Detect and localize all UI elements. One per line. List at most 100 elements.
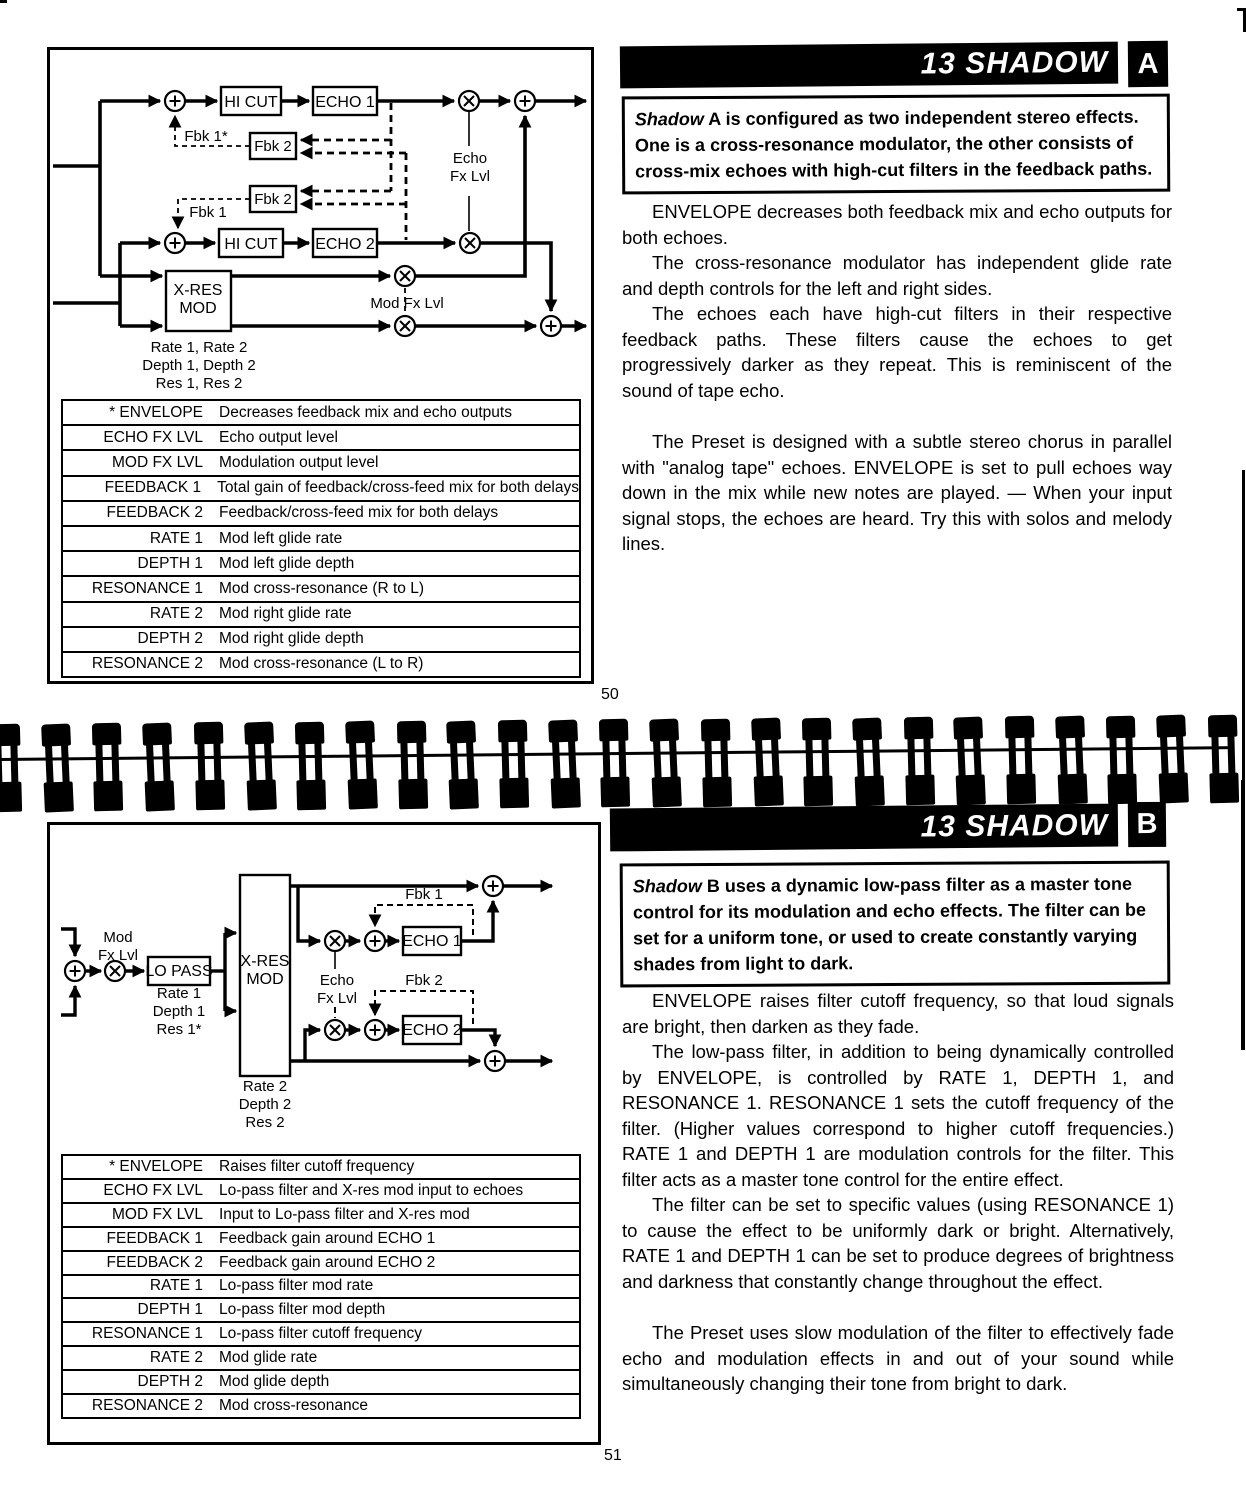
- label-mod-fx-lvl: Mod: [103, 929, 132, 946]
- label-xres-params-1: Rate 2: [243, 1078, 287, 1095]
- param-description: Mod right glide depth: [219, 630, 364, 648]
- table-row: ECHO FX LVL Lo-pass filter and X-res mod …: [63, 1180, 579, 1204]
- label-fbk2: Fbk 2: [405, 972, 443, 989]
- param-name: RESONANCE 2: [91, 655, 203, 673]
- shadow-b-diagram-panel: Mod Fx Lvl LO PASS Rate 1 Depth 1 Res 1*…: [47, 822, 601, 1445]
- param-description: Feedback gain around ECHO 2: [219, 1253, 436, 1271]
- param-name: RESONANCE 1: [91, 1325, 203, 1343]
- scan-artifact: [0, 0, 7, 3]
- label-fbk1-star: Fbk 1*: [184, 128, 228, 145]
- param-name: RESONANCE 1: [91, 579, 203, 597]
- param-name: FEEDBACK 1: [104, 479, 202, 497]
- label-xres-params-2: Depth 1, Depth 2: [142, 357, 255, 374]
- intro-text: B uses a dynamic low-pass filter as a ma…: [632, 873, 1147, 975]
- param-description: Mod left glide depth: [219, 554, 355, 572]
- binding-coil: [142, 722, 175, 812]
- binding-coil: [750, 717, 784, 807]
- label-echo-fx-lvl: Echo: [320, 972, 354, 989]
- label-xres-params-3: Res 1, Res 2: [156, 375, 243, 392]
- binding-coil: [295, 721, 327, 811]
- scan-artifact: [1241, 780, 1245, 1050]
- binding-coil: [851, 716, 885, 807]
- label-lopass-params-1: Rate 1: [157, 985, 201, 1002]
- page-number-50: 50: [601, 686, 619, 703]
- param-description: Lo-pass filter mod rate: [219, 1277, 374, 1295]
- label-fbk1: Fbk 1: [189, 204, 227, 221]
- param-description: Raises filter cutoff frequency: [219, 1157, 415, 1175]
- spiral-binding: [0, 712, 1246, 813]
- label-xres-params-1: Rate 1, Rate 2: [151, 339, 248, 356]
- intro-italic-lead: Shadow: [634, 109, 704, 130]
- signal-flow-diagram-a: HI CUT ECHO 1 Fbk 2 Fbk 2 HI CUT ECHO 2 …: [53, 85, 588, 392]
- table-row: RESONANCE 1 Lo-pass filter cutoff frequen…: [63, 1323, 579, 1348]
- param-description: Modulation output level: [219, 453, 379, 471]
- param-name: * ENVELOPE: [109, 1157, 203, 1175]
- page-number-51: 51: [604, 1447, 622, 1464]
- binding-coil: [92, 722, 124, 812]
- body-paragraph: ENVELOPE raises filter cutoff frequency,…: [622, 990, 1174, 1037]
- signal-flow-diagram-b: Mod Fx Lvl LO PASS Rate 1 Depth 1 Res 1*…: [61, 873, 554, 1131]
- section-header-bar-b: 13 SHADOW: [609, 803, 1119, 852]
- binding-coil: [1207, 714, 1239, 804]
- body-paragraph: The Preset uses slow modulation of the f…: [622, 1322, 1174, 1394]
- box-label-xres-2: MOD: [179, 300, 216, 317]
- binding-coil: [700, 718, 732, 808]
- param-description: Feedback gain around ECHO 1: [219, 1229, 436, 1247]
- param-name: FEEDBACK 2: [106, 1253, 203, 1271]
- box-label-echo-2: ECHO 2: [315, 236, 375, 253]
- label-echo-fx-lvl: Fx Lvl: [450, 168, 490, 185]
- binding-coil: [1004, 716, 1037, 805]
- param-name: MOD FX LVL: [111, 1205, 203, 1223]
- box-label-hi-cut-1: HI CUT: [224, 94, 278, 111]
- param-name: ECHO FX LVL: [103, 428, 203, 446]
- param-description: Decreases feedback mix and echo outputs: [219, 403, 512, 421]
- body-paragraph: The echoes each have high-cut filters in…: [622, 303, 1172, 401]
- param-name: MOD FX LVL: [111, 453, 203, 471]
- box-label-hi-cut-2: HI CUT: [224, 236, 278, 253]
- scan-artifact: [1237, 8, 1246, 11]
- param-description: Lo-pass filter cutoff frequency: [219, 1325, 423, 1343]
- scan-artifact: [1242, 470, 1245, 780]
- shadow-a-diagram-panel: HI CUT ECHO 1 Fbk 2 Fbk 2 HI CUT ECHO 2 …: [47, 47, 594, 684]
- param-description: Mod glide depth: [219, 1373, 330, 1391]
- param-description: Lo-pass filter and X-res mod input to ec…: [219, 1181, 524, 1199]
- body-text-b: ENVELOPE raises filter cutoff frequency,…: [622, 988, 1174, 1397]
- binding-coil: [599, 719, 631, 808]
- param-name: ECHO FX LVL: [103, 1181, 203, 1199]
- box-label-fbk2-top: Fbk 2: [254, 138, 292, 155]
- label-fbk1: Fbk 1: [405, 886, 443, 903]
- table-row: RATE 2 Mod right glide rate: [63, 603, 579, 628]
- body-text-a: ENVELOPE decreases both feedback mix and…: [622, 199, 1172, 557]
- section-tab-letter-a: A: [1127, 40, 1169, 88]
- body-paragraph: The filter can be set to specific values…: [622, 1194, 1174, 1292]
- table-row: MOD FX LVL Modulation output level: [63, 451, 579, 477]
- box-label-fbk2-bottom: Fbk 2: [254, 191, 292, 208]
- binding-coil: [1054, 715, 1088, 805]
- param-description: Mod left glide rate: [219, 529, 343, 547]
- param-name: DEPTH 1: [137, 1301, 203, 1319]
- param-name: RATE 2: [149, 1349, 203, 1367]
- binding-coil: [497, 719, 530, 809]
- binding-coil: [903, 716, 935, 806]
- label-xres-params-3: Res 2: [245, 1114, 284, 1131]
- param-name: DEPTH 1: [137, 554, 203, 572]
- param-description: Mod cross-resonance: [219, 1397, 369, 1415]
- label-echo-fx-lvl: Fx Lvl: [317, 990, 357, 1007]
- label-mod-fx-lvl: Fx Lvl: [98, 947, 138, 964]
- param-name: * ENVELOPE: [109, 403, 203, 421]
- param-name: RATE 2: [149, 605, 203, 623]
- label-lopass-params-3: Res 1*: [156, 1021, 201, 1038]
- table-row: * ENVELOPE Decreases feedback mix and ech…: [63, 401, 579, 427]
- binding-coil: [802, 717, 834, 807]
- binding-coil: [1106, 715, 1138, 804]
- param-description: Mod right glide rate: [219, 605, 352, 623]
- binding-coil: [1156, 714, 1189, 804]
